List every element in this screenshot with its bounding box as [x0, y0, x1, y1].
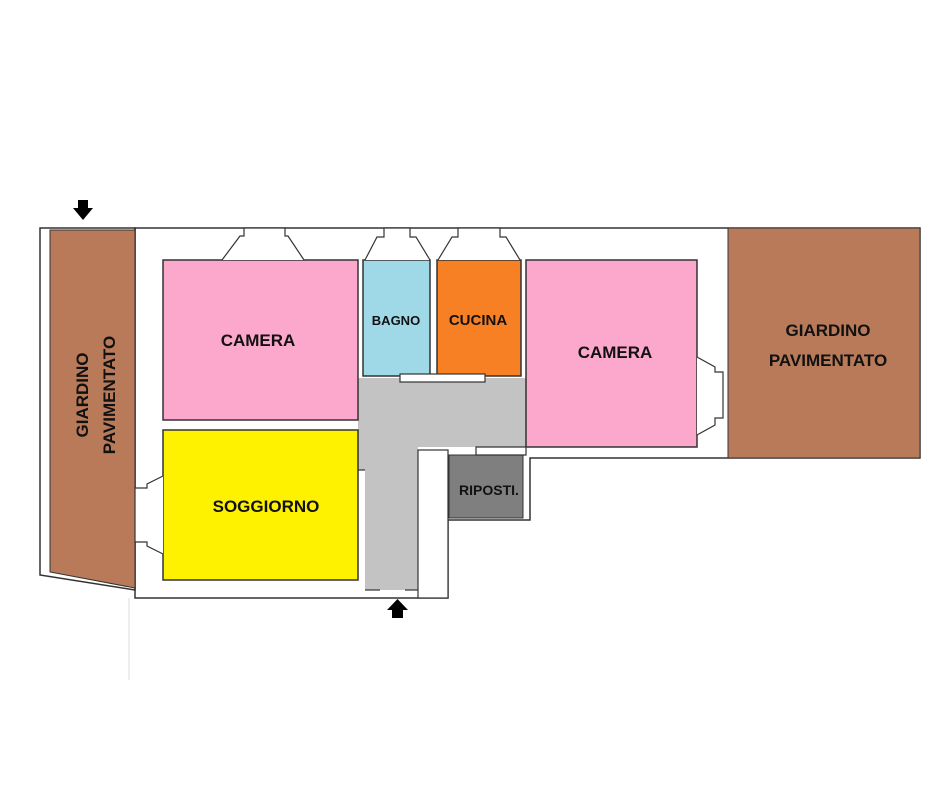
cucina-label: CUCINA: [449, 312, 507, 329]
window-bay-camera-left: [221, 227, 305, 261]
garden-right: [727, 227, 921, 459]
bagno: [362, 259, 431, 377]
garden-left-label-2: PAVIMENTATO: [100, 336, 119, 454]
window-bay-soggiorno: [134, 475, 164, 555]
kitchen-wall: [399, 373, 486, 383]
soggiorno-label: SOGGIORNO: [213, 497, 320, 516]
hallway-wall-top: [475, 446, 527, 456]
hallway: [358, 378, 526, 590]
garden-left-label-1: GIARDINO: [73, 353, 92, 438]
window-bay-camera-right: [696, 356, 724, 436]
window-bay-cucina: [437, 227, 521, 261]
arrow-up-icon: [387, 599, 408, 618]
camera-right: [525, 259, 698, 448]
garden-right-label-1: GIARDINO: [786, 321, 871, 340]
garden-right-label-2: PAVIMENTATO: [769, 351, 887, 370]
camera-right-label: CAMERA: [578, 343, 653, 362]
ripostiglio: [448, 454, 524, 519]
window-bay-bagno: [364, 227, 431, 261]
garden-left: [49, 229, 136, 589]
ripostiglio-label: RIPOSTI.: [459, 482, 519, 498]
arrow-down-icon: [73, 200, 93, 220]
bagno-label: BAGNO: [372, 313, 420, 328]
cucina: [436, 259, 522, 377]
camera-left-label: CAMERA: [221, 331, 296, 350]
garden-left-outline: [39, 227, 136, 591]
hallway-wall-right: [417, 449, 449, 599]
camera-left: [162, 259, 359, 421]
